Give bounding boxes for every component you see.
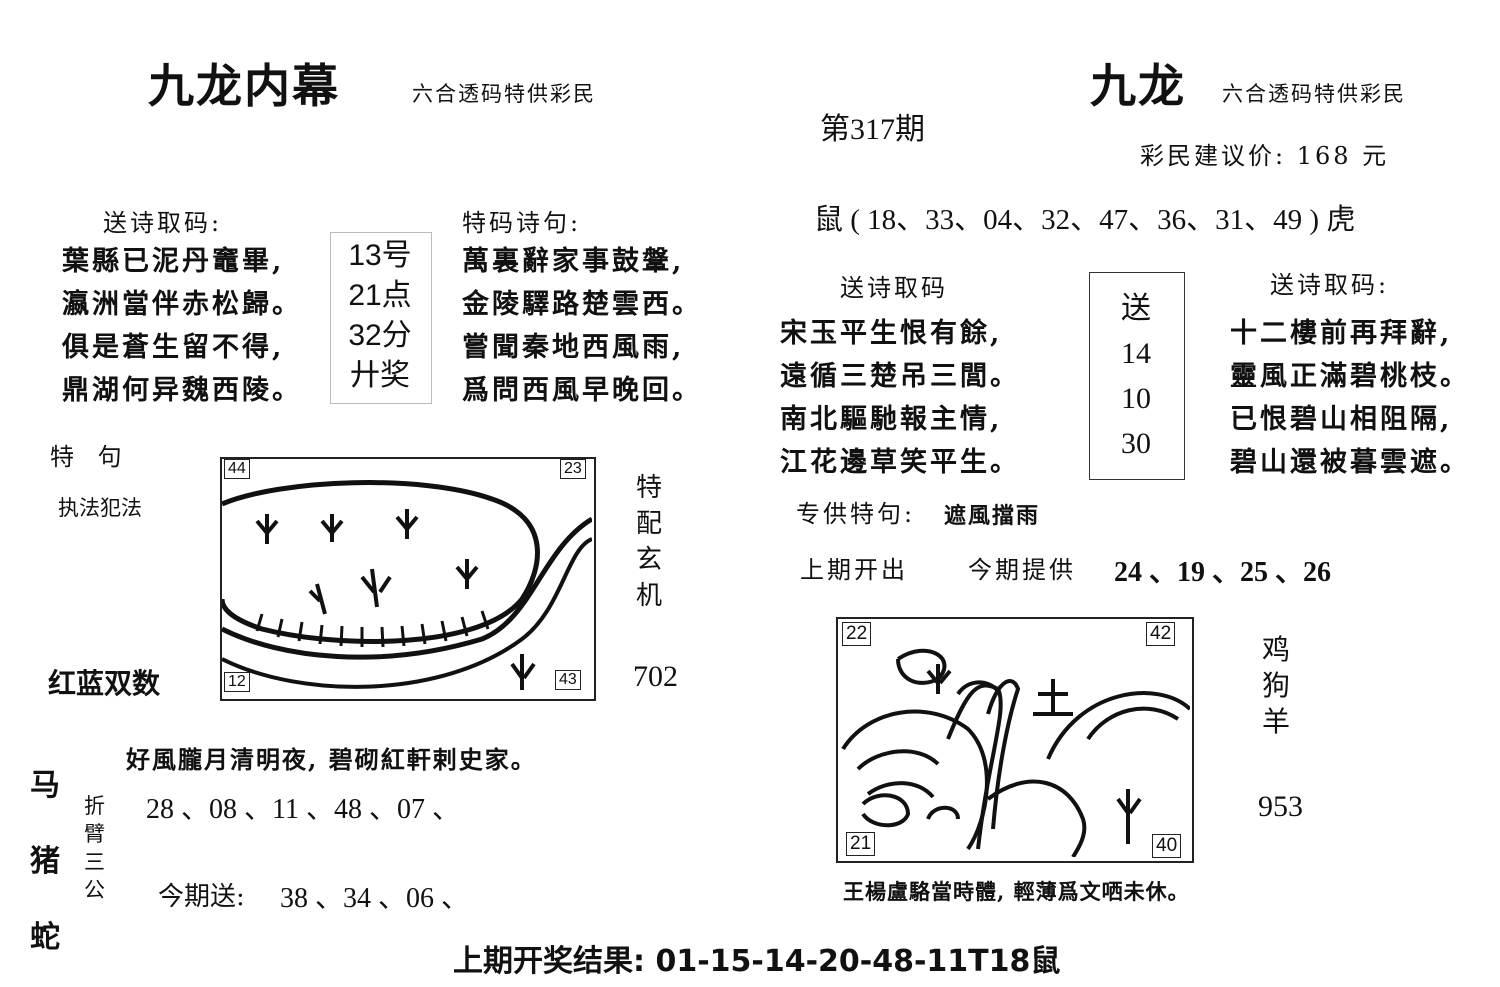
right-corner-br: 40 <box>1152 834 1182 858</box>
zodiac-char: 马 <box>30 768 60 803</box>
right-special-phrase-label: 专供特句: <box>796 500 916 528</box>
poem-line: 已恨碧山相阻隔, <box>1230 404 1453 435</box>
right-zodiac-number: 953 <box>1258 790 1303 823</box>
left-picture-frame <box>220 457 596 701</box>
left-send-poem: 葉縣已泥丹竈畢, 瀛洲當伴赤松歸。 俱是蒼生留不得, 鼎湖何异魏西陵。 <box>62 240 302 412</box>
zhebi-char: 臂 <box>84 822 105 846</box>
mystery-char: 特 <box>636 473 663 503</box>
right-price: 彩民建议价: 168 元 <box>1140 142 1390 170</box>
poem-line: 十二樓前再拜辭, <box>1230 318 1453 349</box>
left-zhebi-numbers: 28 、08 、11 、48 、07 、 <box>146 794 460 825</box>
zhebi-char: 公 <box>84 878 105 902</box>
right-send-poem-1: 宋玉平生恨有餘, 遠循三楚吊三閭。 南北驅馳報主情, 江花邊草笑平生。 <box>780 312 1020 484</box>
left-special-poem-label: 特码诗句: <box>462 209 582 237</box>
poem-line: 瀛洲當伴赤松歸。 <box>62 289 302 320</box>
right-last-label: 上期开出 <box>800 556 908 584</box>
left-special-phrase: 执法犯法 <box>58 496 142 520</box>
left-zhebi-chars: 折 臂 三 公 <box>84 792 105 904</box>
left-zodiac-chars: 马 猪 蛇 <box>30 748 60 976</box>
period-label: 第317期 <box>820 113 925 146</box>
right-send-poem-2: 十二樓前再拜辭, 靈風正滿碧桃枝。 已恨碧山相阻隔, 碧山還被暮雲遮。 <box>1230 312 1470 484</box>
right-corner-tl: 22 <box>842 622 872 646</box>
poem-line: 鼎湖何异魏西陵。 <box>62 375 302 406</box>
right-send-poem-label-2: 送诗取码: <box>1270 271 1390 299</box>
poem-line: 爲問西風早晚回。 <box>462 375 702 406</box>
left-subtitle: 六合透码特供彩民 <box>412 82 596 106</box>
zodiac-char: 鸡 <box>1262 633 1291 666</box>
zodiac-char: 猪 <box>30 844 60 879</box>
left-title: 九龙内幕 <box>148 59 340 113</box>
right-this-numbers: 24 、19 、25 、26 <box>1114 557 1332 588</box>
left-center-box-text: 13号 21点 32分 廾奖 <box>330 236 430 396</box>
left-picture <box>222 480 592 690</box>
poem-line: 碧山還被暮雲遮。 <box>1230 447 1470 478</box>
zodiac-char: 狗 <box>1262 669 1291 702</box>
poem-line: 遠循三楚吊三閭。 <box>780 361 1020 392</box>
footer-result: 上期开奖结果: 01-15-14-20-48-11T18鼠 <box>453 944 1061 979</box>
zodiac-char: 羊 <box>1262 705 1291 738</box>
left-corner-tl: 44 <box>224 459 250 479</box>
right-this-label: 今期提供 <box>968 556 1076 584</box>
left-send-poem-label: 送诗取码: <box>103 209 223 237</box>
left-send-label: 今期送: <box>158 882 245 912</box>
right-corner-tr: 42 <box>1146 622 1176 646</box>
mystery-char: 配 <box>636 509 663 539</box>
left-corner-br: 43 <box>555 670 581 690</box>
box-line: 13号 <box>348 239 412 272</box>
right-picture <box>841 648 1190 857</box>
left-center-box <box>330 232 432 404</box>
zodiac-char: 蛇 <box>30 920 60 955</box>
left-mystery-number: 702 <box>633 660 678 693</box>
zhebi-char: 折 <box>84 794 105 818</box>
right-corner-bl: 21 <box>846 832 876 856</box>
right-send-box-text: 送 14 10 30 <box>1089 286 1183 466</box>
box-line: 21点 <box>348 279 412 312</box>
mystery-char: 玄 <box>636 545 663 575</box>
left-corner-bl: 12 <box>224 672 250 692</box>
poem-line: 江花邊草笑平生。 <box>780 447 1020 478</box>
poem-line: 俱是蒼生留不得, <box>62 332 285 363</box>
right-title: 九龙 <box>1090 59 1186 113</box>
left-special-poem: 萬裏辭家事鼓鞶, 金陵驛路楚雲西。 嘗聞秦地西風雨, 爲問西風早晚回。 <box>462 240 702 412</box>
left-send-numbers: 38 、34 、06 、 <box>280 883 470 914</box>
box-line: 32分 <box>348 319 412 352</box>
poem-line: 南北驅馳報主情, <box>780 404 1003 435</box>
right-subtitle: 六合透码特供彩民 <box>1222 82 1406 106</box>
box-line: 送 <box>1121 292 1151 325</box>
poem-line: 金陵驛路楚雲西。 <box>462 289 702 320</box>
left-corner-tr: 23 <box>560 459 586 479</box>
box-line: 14 <box>1121 337 1151 370</box>
left-special-phrase-label: 特 句 <box>50 443 130 471</box>
poem-line: 葉縣已泥丹竈畢, <box>62 246 285 277</box>
box-line: 10 <box>1121 382 1151 415</box>
poem-line: 宋玉平生恨有餘, <box>780 318 1003 349</box>
right-poem-line: 王楊盧駱當時體, 輕薄爲文哂未休。 <box>843 879 1190 904</box>
poem-line: 靈風正滿碧桃枝。 <box>1230 361 1470 392</box>
box-line: 廾奖 <box>350 359 410 392</box>
zhebi-char: 三 <box>84 850 105 874</box>
poem-line: 萬裏辭家事鼓鞶, <box>462 246 685 277</box>
right-numbers-line: 鼠 ( 18、33、04、32、47、36、31、49 ) 虎 <box>814 204 1356 236</box>
right-picture-frame <box>836 617 1194 863</box>
right-send-box <box>1089 272 1185 480</box>
mystery-char: 机 <box>636 581 663 611</box>
box-line: 30 <box>1121 427 1151 460</box>
right-zodiac-chars: 鸡 狗 羊 <box>1262 632 1290 740</box>
left-mystery-chars: 特 配 玄 机 <box>636 470 662 614</box>
right-special-phrase: 遮風擋雨 <box>944 503 1041 529</box>
right-send-poem-label-1: 送诗取码 <box>840 274 948 302</box>
left-color-label: 红蓝双数 <box>48 667 161 700</box>
left-poem-line: 好風朧月清明夜, 碧砌紅軒剌史家。 <box>126 745 537 774</box>
poem-line: 嘗聞秦地西風雨, <box>462 332 685 363</box>
